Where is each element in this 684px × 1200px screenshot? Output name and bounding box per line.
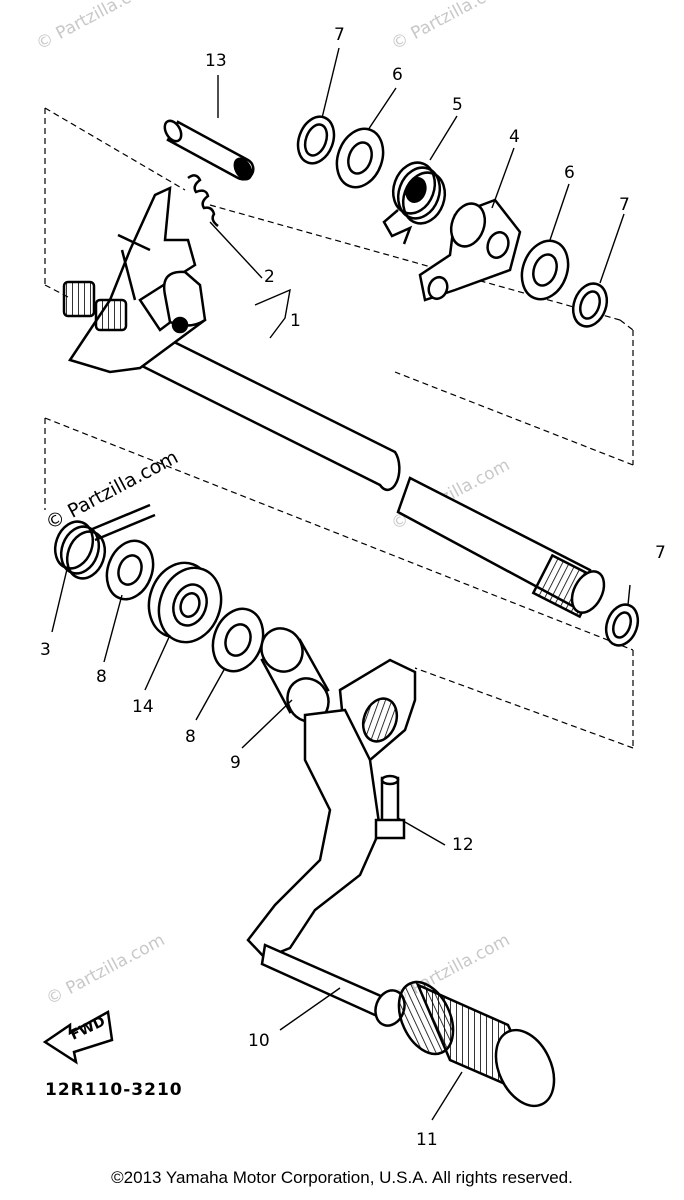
callout-7: 7 [655,543,666,563]
callout-6: 6 [392,65,403,85]
callout-6: 6 [564,163,575,183]
part-11-pedal-rubber [397,980,556,1108]
copyright-notice: ©2013 Yamaha Motor Corporation, U.S.A. A… [111,1168,573,1187]
part-12-bolt [374,774,406,840]
callout-1: 1 [290,311,301,331]
callout-14: 14 [132,697,154,717]
callout-12: 12 [452,835,474,855]
part-9-bushing [260,627,330,723]
watermark: © Partzilla.com [43,930,168,1009]
callout-8: 8 [96,667,107,687]
forward-direction-arrow: FWD [42,1010,114,1065]
callout-13: 13 [205,51,227,71]
part-6-washer-top [335,127,385,189]
callout-8: 8 [185,727,196,747]
part-3-return-spring [53,503,156,580]
part-6-washer-right [520,239,570,301]
callout-11: 11 [416,1130,438,1150]
callout-2: 2 [264,267,275,287]
exploded-view-drawing: © Partzilla.com © Partzilla.com © Partzi… [33,0,666,1150]
callout-numbers: 13 7 6 5 4 6 7 2 1 7 3 8 14 8 9 12 10 11 [40,25,666,1150]
part-8-washer-left [105,539,155,601]
leader-lines [51,47,631,1121]
callout-5: 5 [452,95,463,115]
callout-10: 10 [248,1031,270,1051]
watermark: © Partzilla.com [388,0,513,54]
part-4-collar-arm [418,198,522,302]
callout-4: 4 [509,127,520,147]
part-14-bearing [147,561,223,644]
part-7-circlip-right [571,282,609,328]
part-2-spring [187,174,219,227]
lower-assembly-frame [44,417,634,749]
part-13-pin [163,119,255,181]
part-5-torsion-spring [382,161,447,245]
callout-3: 3 [40,640,51,660]
callout-9: 9 [230,753,241,773]
callout-7: 7 [334,25,345,45]
part-10-shift-pedal [246,658,417,1027]
part-7-circlip-top [296,115,336,165]
part-8-washer-center [211,607,265,673]
callout-7: 7 [619,195,630,215]
part-7-circlip-lower [604,603,640,647]
watermark: © Partzilla.com [33,0,158,54]
part-1-shift-shaft [62,185,606,619]
upper-assembly-frame [44,107,634,466]
diagram-code: 12R110-3210 [45,1080,183,1100]
